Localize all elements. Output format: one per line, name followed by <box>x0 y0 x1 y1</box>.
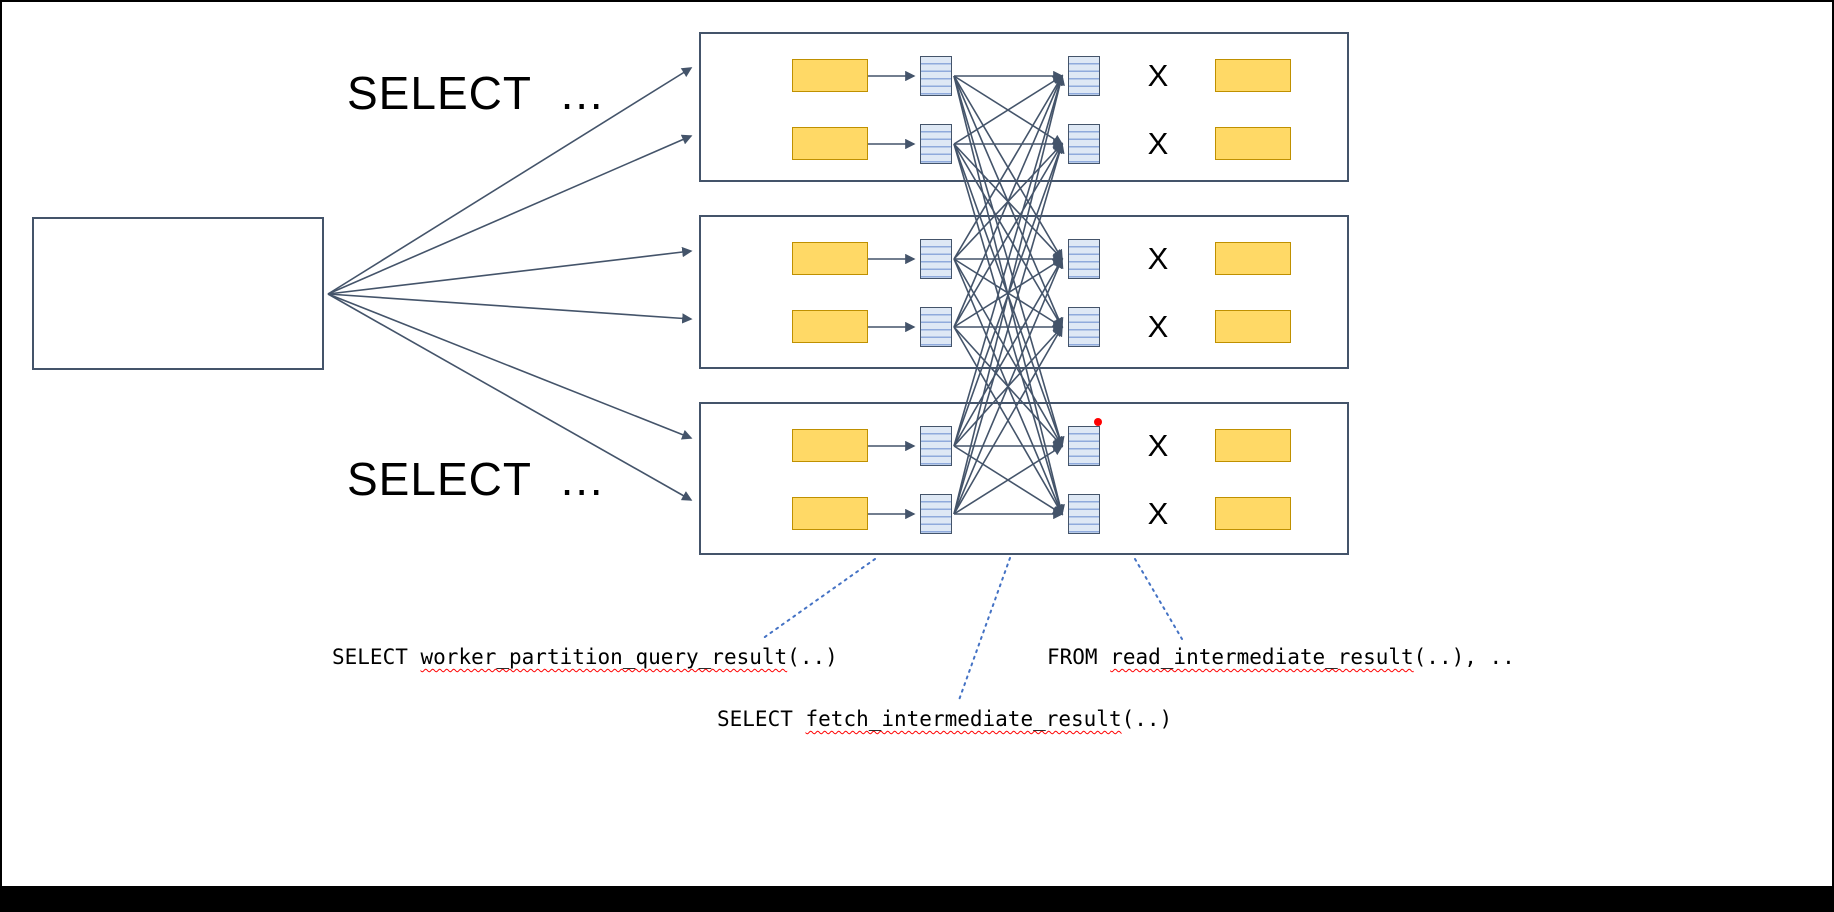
destination-shard-box <box>1215 59 1291 92</box>
source-shard-box <box>792 310 868 343</box>
annotation-suffix: (..) <box>1121 707 1173 731</box>
worker-node-1: X X <box>699 32 1349 182</box>
destination-shard-box <box>1215 310 1291 343</box>
annotation-fetch-intermediate-result: SELECT fetch_intermediate_result(..) <box>717 707 1172 731</box>
intermediate-results-icon <box>1068 239 1100 279</box>
partition-fragments-icon <box>920 426 952 466</box>
intermediate-results-icon <box>1068 426 1100 466</box>
letterbox-bottom-bar <box>2 886 1832 910</box>
destination-shard-box <box>1215 127 1291 160</box>
annotation-function-name: fetch_intermediate_result <box>805 707 1122 731</box>
intermediate-results-icon <box>1068 124 1100 164</box>
select-query-bottom-label: SELECT … <box>347 453 606 505</box>
annotation-read-intermediate-result: FROM read_intermediate_result(..), .. <box>1047 645 1515 669</box>
worker-node-2: X X <box>699 215 1349 369</box>
partition-fragments-icon <box>920 239 952 279</box>
annotation-prefix: FROM <box>1047 645 1111 669</box>
join-x-label: X <box>1147 126 1169 161</box>
intermediate-results-icon <box>1068 56 1100 96</box>
partition-fragments-icon <box>920 56 952 96</box>
worker-node-3: X X <box>699 402 1349 555</box>
intermediate-results-icon <box>1068 494 1100 534</box>
join-x-label: X <box>1147 58 1169 93</box>
join-x-label: X <box>1147 428 1169 463</box>
annotation-suffix: (..), .. <box>1413 645 1515 669</box>
annotation-function-name: read_intermediate_result <box>1110 645 1414 669</box>
source-shard-box <box>792 127 868 160</box>
select-query-top-label: SELECT … <box>347 67 606 119</box>
intermediate-results-icon <box>1068 307 1100 347</box>
destination-shard-box <box>1215 429 1291 462</box>
annotation-prefix: SELECT <box>717 707 806 731</box>
destination-shard-box <box>1215 497 1291 530</box>
source-shard-box <box>792 497 868 530</box>
join-x-label: X <box>1147 496 1169 531</box>
join-x-label: X <box>1147 309 1169 344</box>
coordinator-box <box>32 217 324 370</box>
annotation-prefix: SELECT <box>332 645 421 669</box>
source-shard-box <box>792 59 868 92</box>
partition-fragments-icon <box>920 494 952 534</box>
annotation-suffix: (..) <box>787 645 838 669</box>
destination-shard-box <box>1215 242 1291 275</box>
annotation-function-name: worker_partition_query_result <box>420 645 788 669</box>
source-shard-box <box>792 242 868 275</box>
join-x-label: X <box>1147 241 1169 276</box>
partition-fragments-icon <box>920 124 952 164</box>
annotation-worker-partition-query: SELECT worker_partition_query_result(..) <box>332 645 838 669</box>
partition-fragments-icon <box>920 307 952 347</box>
source-shard-box <box>792 429 868 462</box>
